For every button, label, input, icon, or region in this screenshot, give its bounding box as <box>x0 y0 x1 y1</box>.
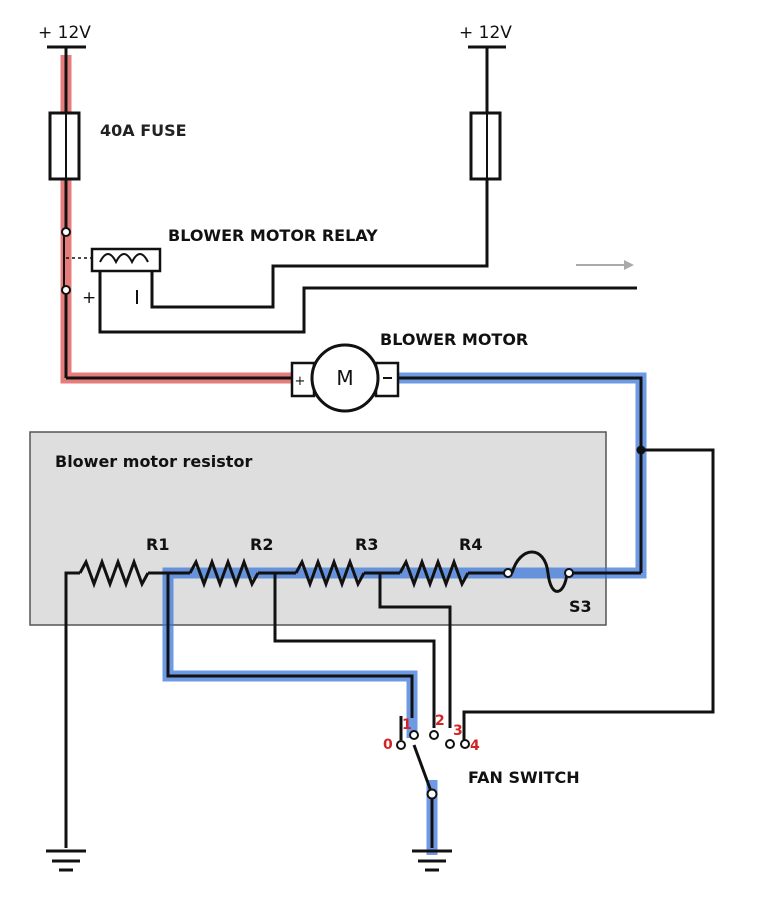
switch-pos-4: 4 <box>470 738 480 754</box>
supply-left-label: + 12V <box>38 23 91 43</box>
resistor-r2-label: R2 <box>250 535 273 554</box>
switch-pos-2: 2 <box>435 713 445 729</box>
resistor-r1-label: R1 <box>146 535 169 554</box>
motor-pin-plus: + <box>295 374 306 389</box>
fan-switch-arm[interactable] <box>412 744 434 795</box>
fuse-label: 40A FUSE <box>100 121 187 140</box>
relay-pin-plus: + <box>82 288 96 308</box>
thermal-fuse-s3 <box>510 550 569 593</box>
resistor-block <box>29 431 607 626</box>
resistor-r1 <box>78 557 150 589</box>
resistor-r3-label: R3 <box>355 535 378 554</box>
switch-pos-3: 3 <box>453 723 463 739</box>
blower-motor <box>310 343 380 413</box>
resistor-r3 <box>294 557 366 589</box>
fuse-40a <box>48 111 81 181</box>
motor-symbol: M <box>336 366 353 390</box>
resistor-r2 <box>188 557 260 589</box>
resistor-r4-label: R4 <box>459 535 482 554</box>
supply-right-label: + 12V <box>459 23 512 43</box>
switch-pos-0: 0 <box>383 737 393 753</box>
resistor-r4 <box>398 557 470 589</box>
motor-label: BLOWER MOTOR <box>380 330 528 349</box>
thermal-fuse-label: S3 <box>569 597 592 616</box>
resistor-block-label: Blower motor resistor <box>55 452 252 471</box>
fuse-right <box>469 111 502 181</box>
fan-switch-label: FAN SWITCH <box>468 768 580 787</box>
relay-label: BLOWER MOTOR RELAY <box>168 226 378 245</box>
switch-pos-1: 1 <box>402 717 412 733</box>
